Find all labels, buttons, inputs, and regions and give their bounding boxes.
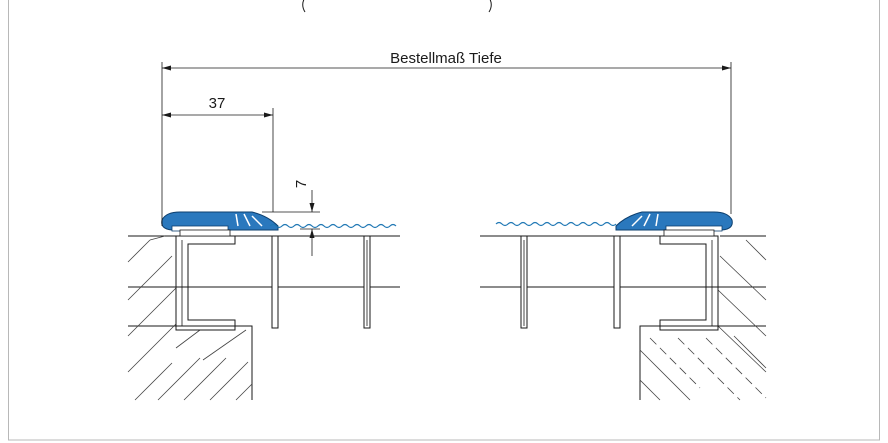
overall-dimension: Bestellmaß Tiefe bbox=[161, 50, 732, 226]
right-cover-profile bbox=[615, 211, 733, 237]
overall-dimension-label: Bestellmaß Tiefe bbox=[390, 50, 502, 67]
right-frame-profile bbox=[520, 235, 719, 331]
height-dimension-label: 7 bbox=[293, 180, 310, 188]
drawing-frame bbox=[8, 0, 880, 441]
left-post-1 bbox=[271, 235, 279, 329]
lip-dimension: 37 bbox=[162, 95, 274, 212]
left-frame-profile bbox=[175, 235, 371, 331]
left-water-line bbox=[269, 223, 397, 229]
height-dimension: 7 bbox=[262, 180, 320, 256]
lip-dimension-label: 37 bbox=[209, 95, 226, 112]
left-wall-hatching bbox=[127, 235, 400, 401]
left-cover-profile bbox=[161, 211, 279, 237]
right-water-line bbox=[495, 221, 617, 227]
right-wall-hatching bbox=[480, 235, 767, 401]
title-fragment bbox=[302, 0, 492, 13]
right-post-1 bbox=[613, 235, 621, 329]
